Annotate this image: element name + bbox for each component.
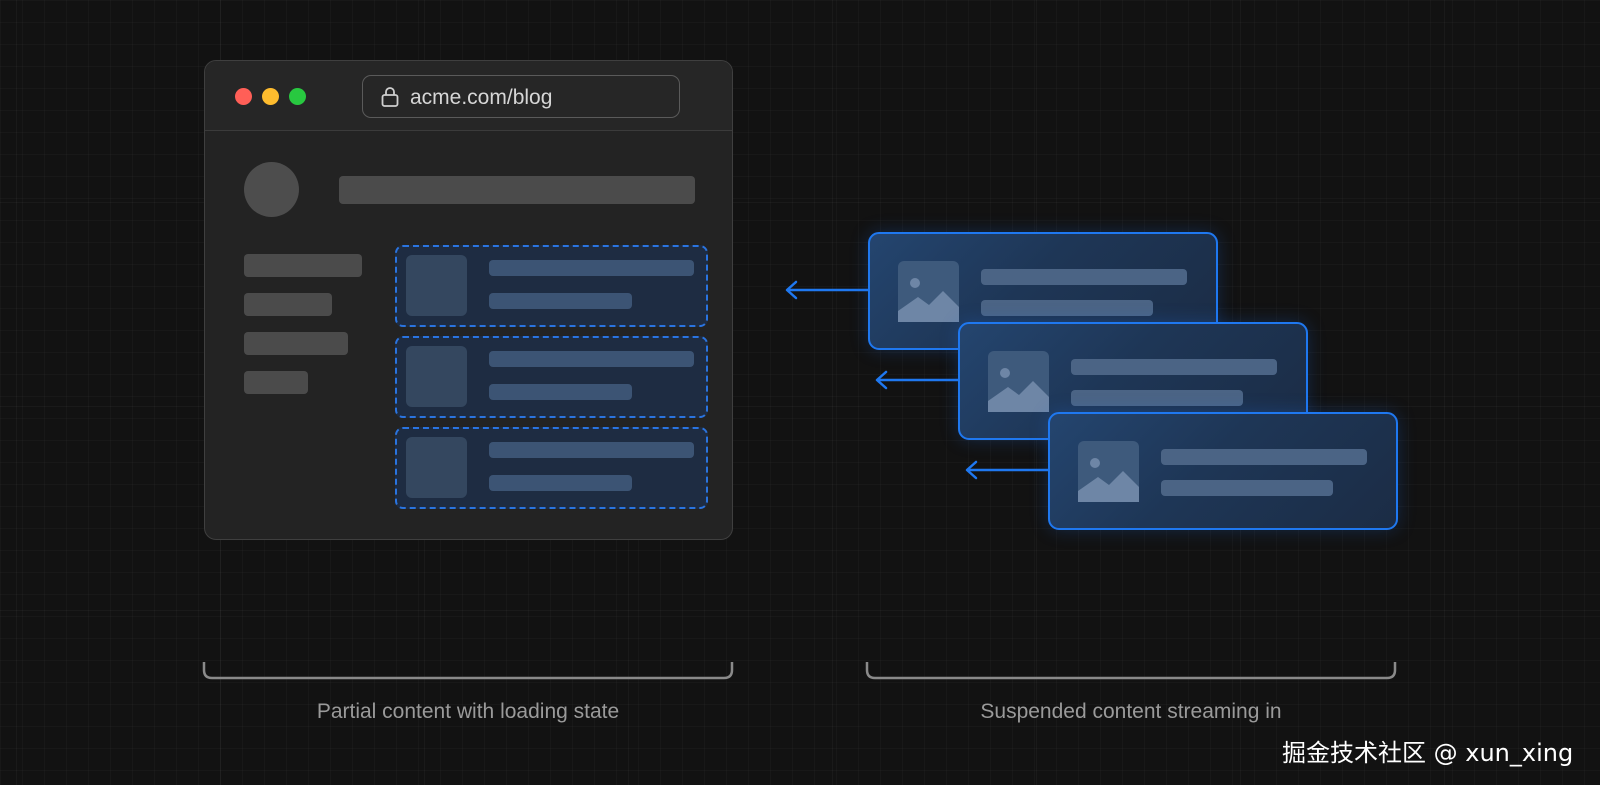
card-line [1161, 449, 1367, 465]
right-bracket [865, 662, 1397, 680]
title-skeleton [339, 176, 695, 204]
lock-icon [381, 87, 399, 107]
address-bar[interactable]: acme.com/blog [362, 75, 680, 118]
slot-line [489, 475, 632, 491]
sidebar-skeleton-1 [244, 254, 362, 277]
right-caption: Suspended content streaming in [980, 700, 1282, 723]
sidebar-skeleton-4 [244, 371, 308, 394]
left-caption: Partial content with loading state [316, 700, 620, 723]
card-line [981, 269, 1187, 285]
left-bracket [202, 662, 734, 680]
image-placeholder-icon [1078, 441, 1139, 502]
slot-thumbnail [406, 346, 467, 407]
minimize-window-dot[interactable] [262, 88, 279, 105]
slot-thumbnail [406, 437, 467, 498]
arrow-left-icon [965, 460, 1050, 480]
card-line [1161, 480, 1333, 496]
image-placeholder-icon [988, 351, 1049, 412]
slot-line [489, 293, 632, 309]
browser-window: acme.com/blog [204, 60, 733, 540]
streamed-card-3 [1048, 412, 1398, 530]
slot-line [489, 384, 632, 400]
card-line [981, 300, 1153, 316]
close-window-dot[interactable] [235, 88, 252, 105]
avatar-placeholder [244, 162, 299, 217]
url-text: acme.com/blog [410, 86, 553, 109]
streamed-card-1 [868, 232, 1218, 350]
slot-line [489, 351, 694, 367]
slot-line [489, 260, 694, 276]
image-placeholder-icon [898, 261, 959, 322]
loading-slot-1 [395, 245, 708, 327]
maximize-window-dot[interactable] [289, 88, 306, 105]
loading-slot-2 [395, 336, 708, 418]
arrow-left-icon [785, 280, 870, 300]
card-line [1071, 359, 1277, 375]
sidebar-skeleton-2 [244, 293, 332, 316]
slot-line [489, 442, 694, 458]
arrow-left-icon [875, 370, 960, 390]
slot-thumbnail [406, 255, 467, 316]
watermark: 掘金技术社区 @ xun_xing [1282, 739, 1574, 767]
card-line [1071, 390, 1243, 406]
browser-titlebar: acme.com/blog [205, 61, 732, 131]
sidebar-skeleton-3 [244, 332, 348, 355]
loading-slot-3 [395, 427, 708, 509]
